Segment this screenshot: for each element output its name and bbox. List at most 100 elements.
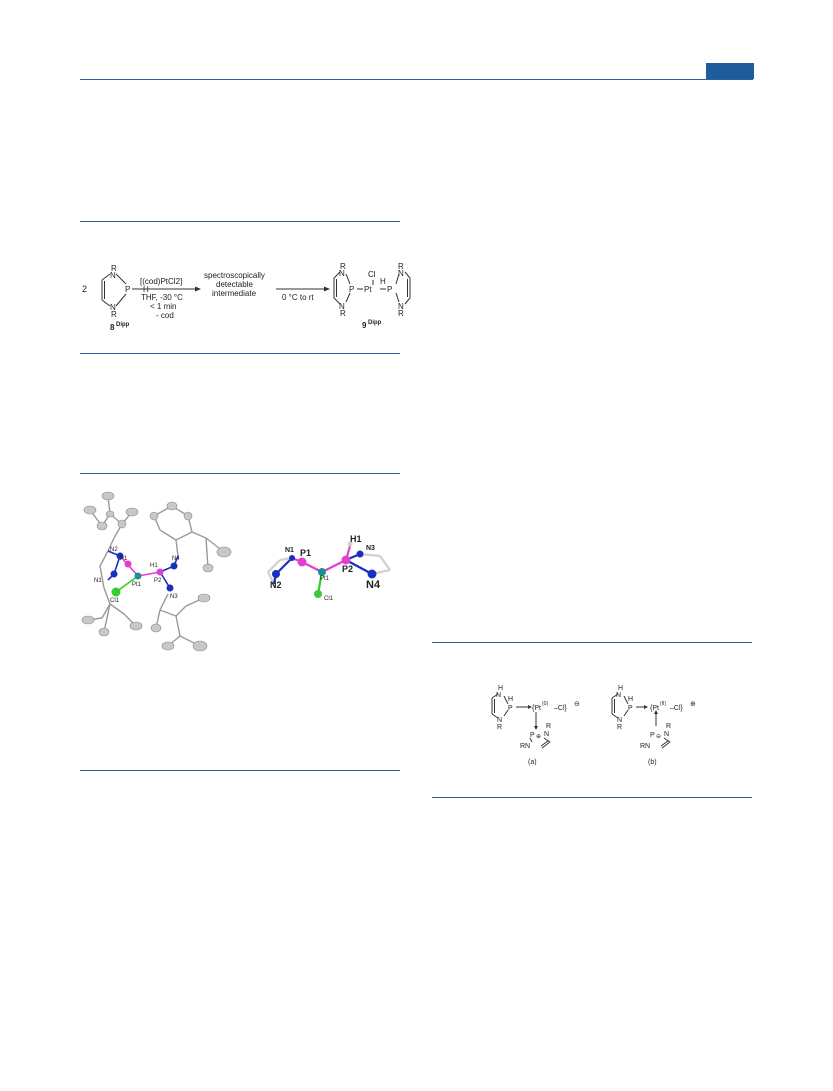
atom-n-b3: N xyxy=(664,731,669,738)
label-n4-left: N4 xyxy=(172,556,180,562)
label-cl1-right: Cl1 xyxy=(324,596,334,602)
label-pt1-right: Pt1 xyxy=(320,576,330,582)
atom-p-b: P xyxy=(628,705,633,712)
coefficient: 2 xyxy=(82,284,87,294)
atom-p2-right xyxy=(341,555,351,565)
intermediate-line-3: intermediate xyxy=(212,289,257,298)
pcharge-b: ⊖ xyxy=(656,734,661,740)
atom-h1-right xyxy=(347,541,353,547)
atom-n1-right xyxy=(289,555,295,561)
atom-cl1-left xyxy=(111,587,121,597)
compound-label-8: 8 xyxy=(110,323,115,332)
atom-n1-left xyxy=(110,570,118,578)
figure-rule-upper xyxy=(80,473,400,474)
scheme-top-rule-lower xyxy=(80,353,400,354)
atom-n-a3: N xyxy=(544,731,549,738)
compound-sup-8: Dipp xyxy=(116,322,130,328)
scheme-top: 2 R N P H N R 8 Dipp [(cod)PtCl2] THF, -… xyxy=(80,222,411,352)
label-h1-left: H1 xyxy=(150,563,158,569)
atom-p-9b: P xyxy=(387,285,392,294)
label-p1-left: P1 xyxy=(120,556,128,562)
atom-h2-a: H xyxy=(508,696,513,703)
structure-svg: N2 P1 H1 N4 N1 Pt1 P2 N3 Cl1 xyxy=(81,491,391,652)
header-rule xyxy=(80,79,753,80)
atom-n-9a: N xyxy=(339,269,345,278)
atom-r-b: R xyxy=(617,724,622,731)
label-n1-left: N1 xyxy=(94,578,102,584)
atom-cl1-right xyxy=(314,590,322,598)
compound-sup-9: Dipp xyxy=(368,320,382,326)
atom-n4-left xyxy=(170,562,178,570)
structure-a-bonds xyxy=(491,693,551,749)
second-step-label: 0 °C to rt xyxy=(282,293,314,302)
reagent-label: [(cod)PtCl2] xyxy=(140,277,182,286)
intermediate-line-1: spectroscopically xyxy=(204,271,265,280)
atom-n-top-8: N xyxy=(110,271,116,280)
atom-r-a: R xyxy=(497,724,502,731)
fragment-a: {Pt xyxy=(532,705,541,712)
tail-a: –Cl} xyxy=(554,705,568,712)
scheme-top-svg: 2 R N P H N R 8 Dipp [(cod)PtCl2] THF, -… xyxy=(82,262,411,332)
atom-pt-9: Pt xyxy=(364,285,372,294)
scheme-bottom-rule-lower xyxy=(432,797,752,798)
label-h1-right: H1 xyxy=(350,534,362,544)
compound-label-9: 9 xyxy=(362,321,367,330)
atom-h2-b: H xyxy=(628,696,633,703)
atom-pt1-right xyxy=(318,568,326,576)
intermediate-line-2: detectable xyxy=(216,280,253,289)
charge-b: ⊕ xyxy=(690,701,696,708)
atom-n2-left xyxy=(116,552,124,560)
condition-1: THF, -30 °C xyxy=(141,293,183,302)
ox-a: (0) xyxy=(542,701,548,707)
atom-p-b2: P xyxy=(650,732,655,739)
heterocycle-8 xyxy=(101,273,142,307)
scheme-bottom-svg: H N H P N R {Pt (0) –Cl} ⊖ P ⊕ R N RN (a… xyxy=(491,685,696,766)
scheme-bottom-rule-upper xyxy=(432,642,752,643)
label-n3-right: N3 xyxy=(366,545,375,552)
ortep-ellipsoids xyxy=(81,491,232,652)
label-n2-left: N2 xyxy=(110,547,118,553)
atom-p-9a: P xyxy=(349,285,354,294)
tail-b: –Cl} xyxy=(670,705,684,712)
structure-b-bonds xyxy=(611,693,671,749)
atom-h-b: H xyxy=(618,685,623,692)
atom-n-a2: N xyxy=(497,717,502,724)
atom-n-9d: N xyxy=(398,302,404,311)
atom-n2-right xyxy=(272,570,280,578)
atom-cl-9: Cl xyxy=(368,270,376,279)
atom-pt1-left xyxy=(134,572,142,580)
atom-r-9c: R xyxy=(398,262,404,271)
header-accent-tab xyxy=(706,63,754,79)
atom-p1-right xyxy=(297,557,307,567)
figure-rule-lower xyxy=(80,770,400,771)
charge-a: ⊖ xyxy=(574,701,580,708)
atom-n-9c: N xyxy=(398,269,404,278)
condition-2: < 1 min xyxy=(150,302,176,311)
atom-p-8: P xyxy=(125,285,130,294)
label-p2-left: P2 xyxy=(154,578,162,584)
atom-r-9a: R xyxy=(340,262,346,271)
atom-r-bot-8: R xyxy=(111,310,117,319)
label-pt1-left: Pt1 xyxy=(132,582,142,588)
label-p1-right: P1 xyxy=(300,548,311,558)
atom-n-b2: N xyxy=(617,717,622,724)
atom-r-9b: R xyxy=(340,309,346,318)
atom-rn-b: RN xyxy=(640,743,650,750)
pcharge-a: ⊕ xyxy=(536,734,541,740)
label-n3-left: N3 xyxy=(170,594,178,600)
label-n4-right: N4 xyxy=(366,579,381,591)
label-n1-right: N1 xyxy=(285,547,294,554)
atom-p-a2: P xyxy=(530,732,535,739)
atom-r-top-8: R xyxy=(111,264,117,273)
atom-n-a1: N xyxy=(496,692,501,699)
label-a: (a) xyxy=(528,759,537,766)
atom-rn-a: RN xyxy=(520,743,530,750)
atom-r-a2: R xyxy=(546,723,551,730)
atom-n-b1: N xyxy=(616,692,621,699)
product-9-bonds xyxy=(333,271,411,305)
atom-n-9b: N xyxy=(339,302,345,311)
atom-n3-right xyxy=(356,550,364,558)
atom-n4-right xyxy=(367,569,377,579)
atom-p2-left xyxy=(156,568,164,576)
label-n2-right: N2 xyxy=(270,580,282,590)
